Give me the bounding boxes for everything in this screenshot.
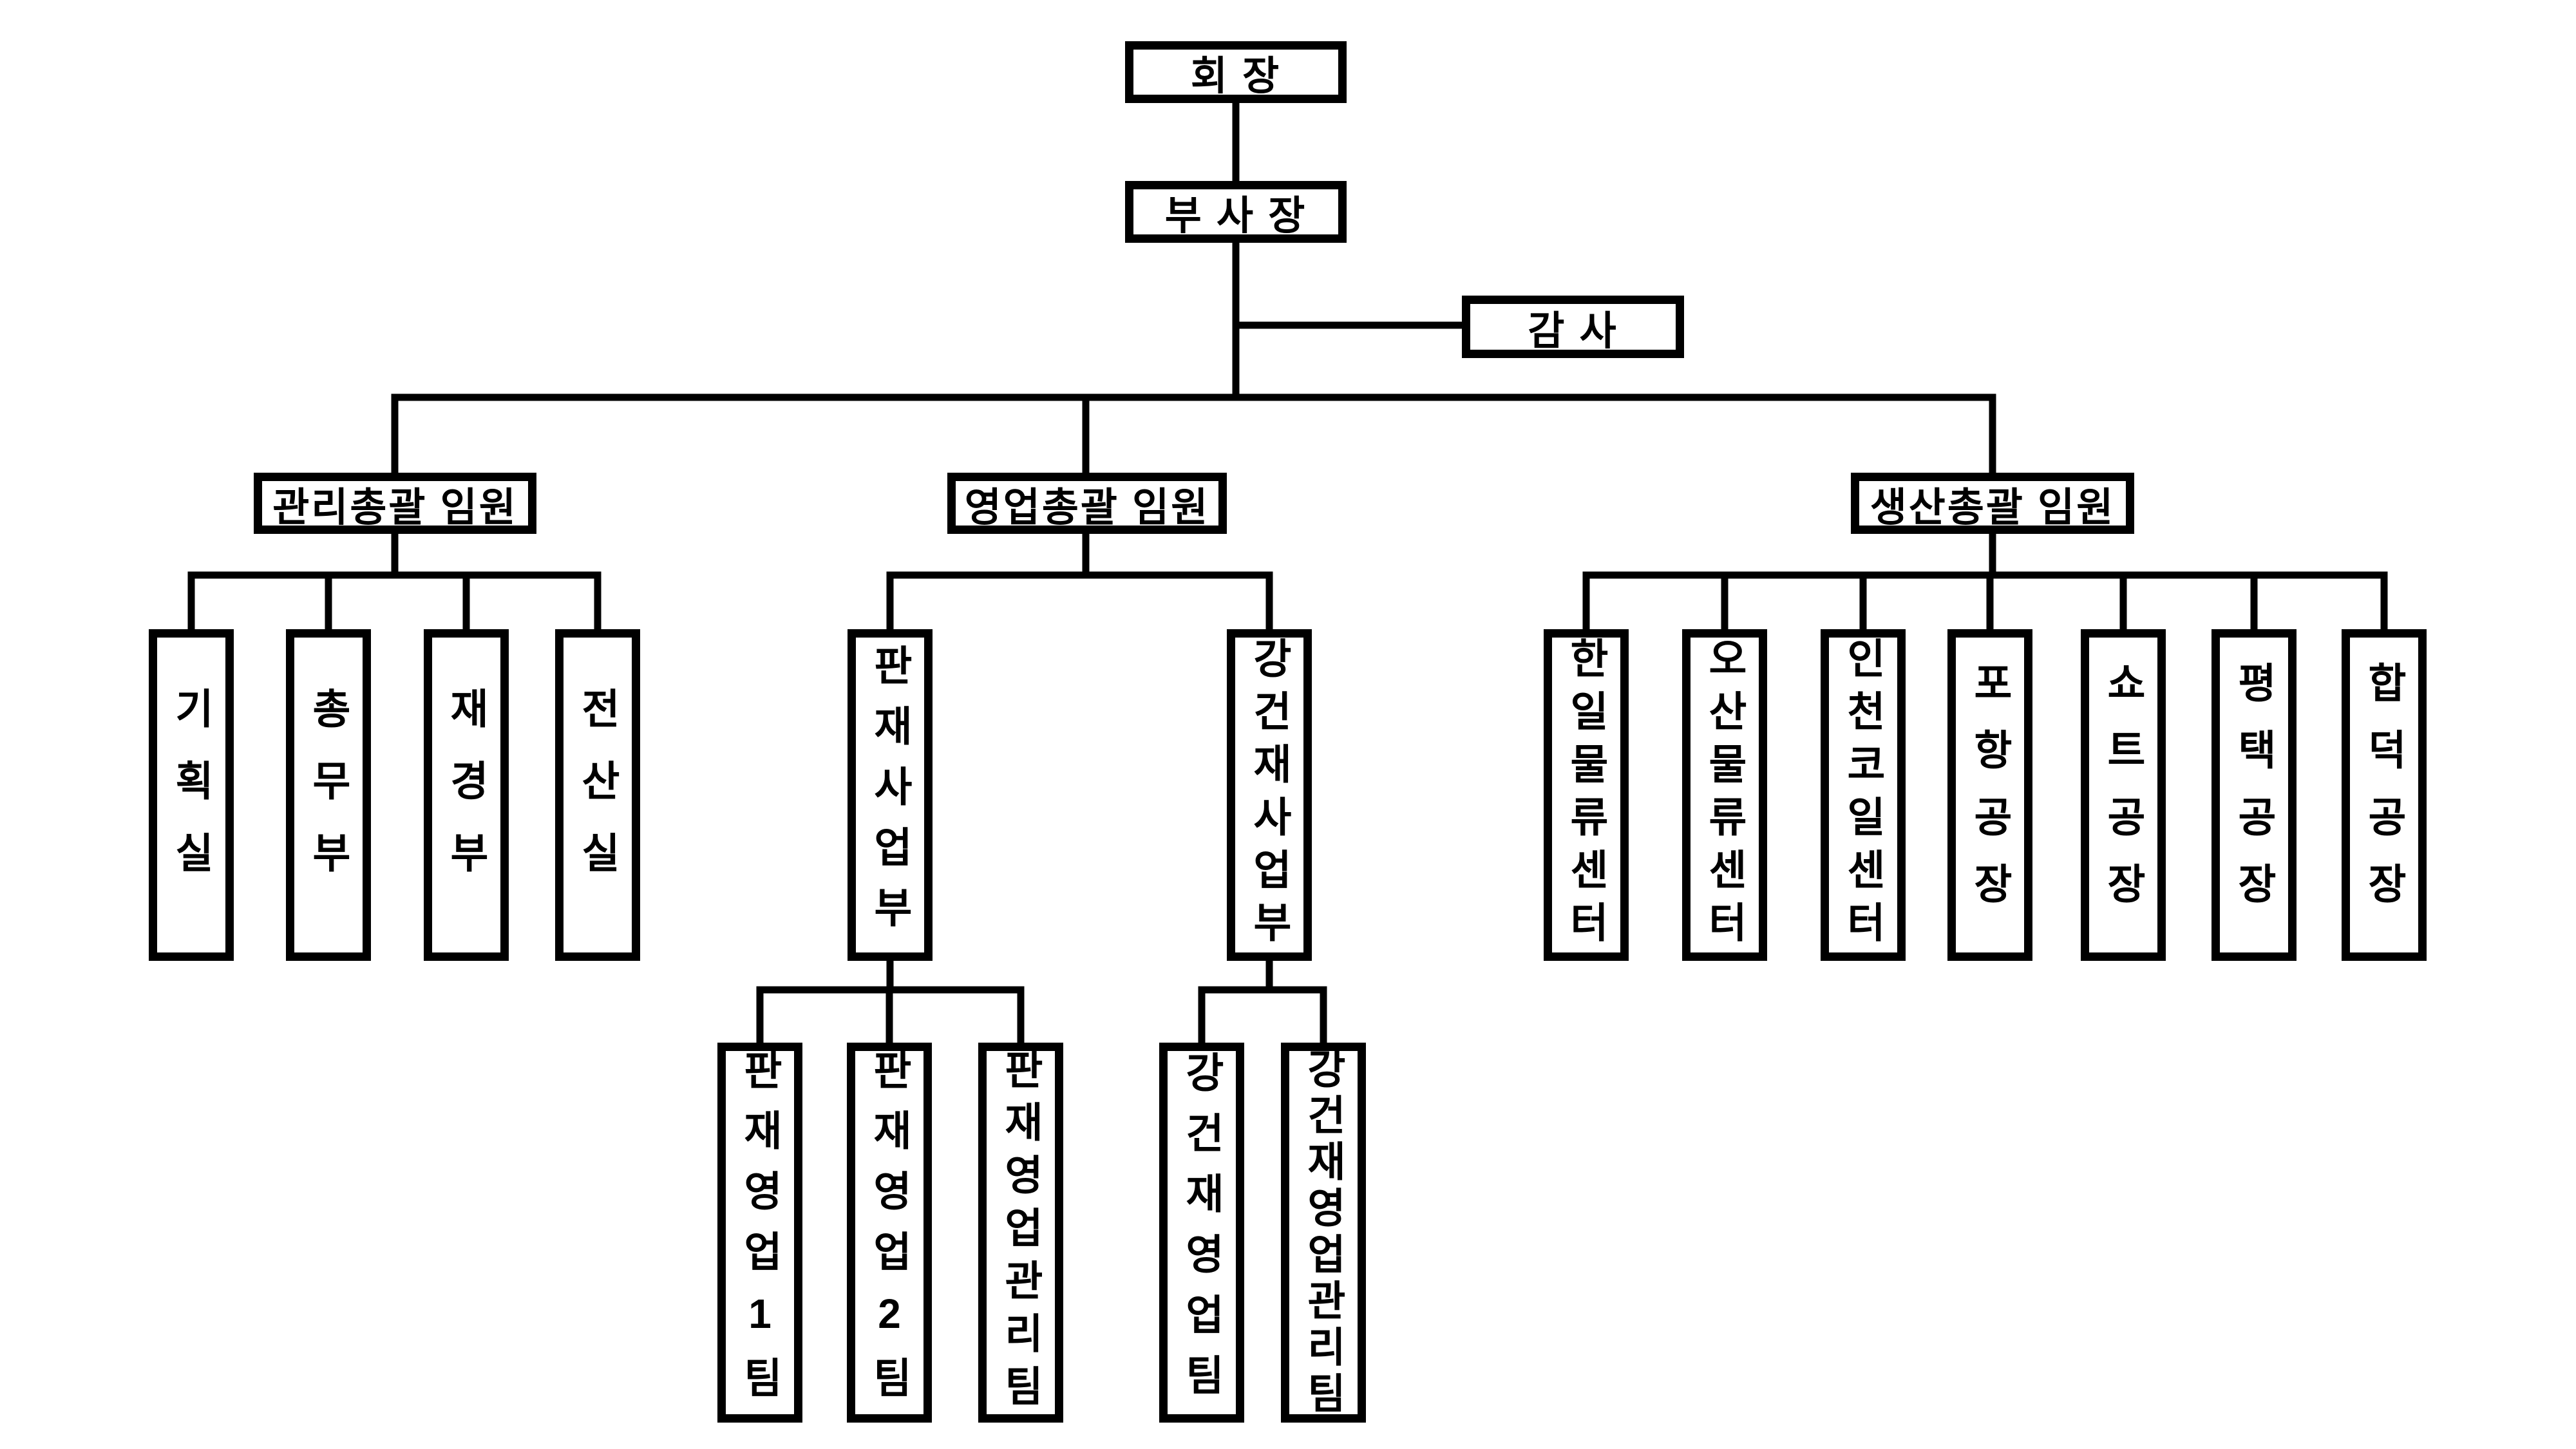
node-hanil-logistics-center-label: 한일물류센터 [1563,636,1609,954]
node-shot-plant: 쇼트공장 [2081,629,2166,961]
node-planning-office-label: 기획실 [168,687,214,904]
node-exec-admin: 관리총괄 임원 [254,473,536,534]
node-hapdeok-plant-label: 합덕공장 [2361,661,2407,929]
node-osan-logistics-center: 오산물류센터 [1682,629,1767,961]
node-hanil-logistics-center: 한일물류센터 [1544,629,1629,961]
node-pohang-plant: 포항공장 [1947,629,2032,961]
node-exec-sales: 영업총괄 임원 [947,473,1227,534]
node-plate-sales-team-2: 판재영업2팀 [847,1043,932,1423]
node-pyeongtaek-plant: 평택공장 [2211,629,2297,961]
node-auditor: 감 사 [1462,296,1684,358]
node-plate-sales-team-2-label: 판재영업2팀 [866,1048,913,1417]
node-chairman: 회 장 [1125,41,1347,103]
node-plate-sales-team-1-label: 판재영업1팀 [737,1048,783,1417]
node-vice-president: 부 사 장 [1125,181,1347,243]
node-shot-plant-label: 쇼트공장 [2100,661,2146,929]
node-finance-dept-label: 재경부 [443,687,489,904]
node-hapdeok-plant: 합덕공장 [2342,629,2427,961]
node-steel-sales-team-label: 강건재영업팀 [1179,1051,1225,1414]
node-steel-sales-admin-team: 강건재영업관리팀 [1281,1043,1366,1423]
node-planning-office: 기획실 [149,629,234,961]
node-finance-dept: 재경부 [424,629,509,961]
node-osan-logistics-center-label: 오산물류센터 [1701,636,1748,954]
node-chairman-label: 회 장 [1190,54,1282,99]
node-incheon-coil-center-label: 인천코일센터 [1840,636,1886,954]
node-general-affairs-dept: 총무부 [286,629,371,961]
node-exec-admin-label: 관리총괄 임원 [272,485,518,530]
node-exec-production: 생산총괄 임원 [1851,473,2134,534]
node-steel-sales-team: 강건재영업팀 [1159,1043,1244,1423]
node-it-office-label: 전산실 [574,687,621,904]
node-exec-production-label: 생산총괄 임원 [1870,485,2116,530]
node-general-affairs-dept-label: 총무부 [305,687,352,904]
node-vice-president-label: 부 사 장 [1164,194,1307,238]
node-plate-sales-team-1: 판재영업1팀 [717,1043,802,1423]
node-plate-sales-admin-team: 판재영업관리팀 [978,1043,1063,1423]
node-it-office: 전산실 [555,629,640,961]
node-steel-division: 강건재사업부 [1227,629,1312,961]
node-plate-division: 판재사업부 [848,629,933,961]
node-auditor-label: 감 사 [1528,308,1618,354]
node-steel-sales-admin-team-label: 강건재영업관리팀 [1300,1047,1347,1418]
node-steel-division-label: 강건재사업부 [1246,636,1293,954]
node-incheon-coil-center: 인천코일센터 [1821,629,1906,961]
node-plate-sales-admin-team-label: 판재영업관리팀 [998,1048,1044,1417]
node-pohang-plant-label: 포항공장 [1967,661,2013,929]
node-pyeongtaek-plant-label: 평택공장 [2231,661,2277,929]
node-plate-division-label: 판재사업부 [867,643,913,947]
node-exec-sales-label: 영업총괄 임원 [964,485,1210,530]
